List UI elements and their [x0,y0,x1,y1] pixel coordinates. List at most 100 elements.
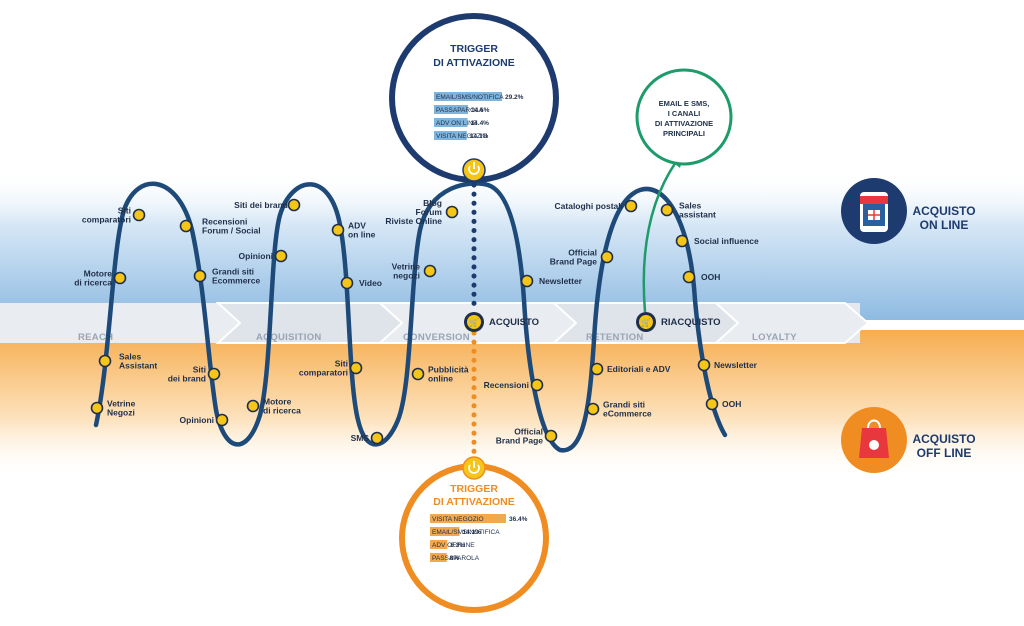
touchpoint-dot [215,413,229,427]
acquisto-marker[interactable]: 🛒 ACQUISTO [464,312,539,332]
note-line-4: PRINCIPALI [663,129,705,138]
stage-conversion: CONVERSION [403,332,470,343]
touchpoint-label: Recensioni [484,380,529,390]
offline-node-sms-off[interactable]: SMS [351,431,384,445]
acquisto-offline-line-1: ACQUISTO [912,432,975,446]
note-line-2: I CANALI [668,109,701,118]
offline-node-opinioni-off[interactable]: Opinioni [180,413,229,427]
touchpoint-dot [246,399,260,413]
riacquisto-label: RIACQUISTO [661,317,720,328]
trigger-offline-title-1: TRIGGER [450,483,498,495]
touchpoint-dot [287,198,301,212]
stage-retention: RETENTION [586,332,644,343]
touchpoint-dot [113,271,127,285]
trigger-row-value: 29.2% [505,94,524,101]
touchpoint-label: comparatori [82,215,131,225]
trigger-bar [434,118,468,127]
online-node-cataloghi[interactable]: Cataloghi postali [555,199,638,213]
trigger-row-label: VISITA NEGOZIO [436,133,488,140]
trigger-bar [430,540,448,549]
acquisto-offline-badge: ACQUISTO OFF LINE [841,407,976,473]
touchpoint-dot [370,431,384,445]
acquisto-label: ACQUISTO [489,317,539,328]
note-line-3: DI ATTIVAZIONE [655,119,713,128]
trigger-row-value: 14.1% [462,529,481,536]
touchpoint-label: Siti dei brand [234,200,288,210]
offline-node-ooh-off[interactable]: OOH [705,397,742,411]
touchpoint-dot [705,397,719,411]
touchpoint-label: Social influence [694,236,759,246]
touchpoint-label: Sales [679,201,701,211]
trigger-online-power-icon [462,158,486,182]
touchpoint-label: Siti [118,206,131,216]
offline-node-recensioni-off[interactable]: Recensioni [484,378,544,392]
touchpoint-dot [349,361,363,375]
trigger-row-value: 14.1% [470,133,489,140]
online-node-social-influence[interactable]: Social influence [675,234,759,248]
online-node-ooh[interactable]: OOH [682,270,721,284]
riacquisto-marker[interactable]: 🛒 RIACQUISTO [636,312,720,332]
trigger-bar [430,514,506,523]
touchpoint-dot [586,402,600,416]
trigger-row-label: EMAIL/SMS/NOTIFICA [432,529,500,536]
trigger-online-title-2: DI ATTIVAZIONE [433,57,514,69]
touchpoint-dot [423,264,437,278]
touchpoint-label: Forum [416,207,443,217]
online-node-siti-brand[interactable]: Siti dei brand [234,198,301,212]
touchpoint-label: Sales [119,352,141,362]
offline-node-newsletter-off[interactable]: Newsletter [697,358,758,372]
touchpoint-label: Brand Page [496,436,544,446]
journey-wave-path [93,181,728,453]
touchpoint-dot [207,367,221,381]
touchpoint-dot [675,234,689,248]
online-node-opinioni[interactable]: Opinioni [239,249,288,263]
touchpoint-label: Negozi [107,408,135,418]
touchpoint-label: Pubblicità [428,365,469,375]
touchpoint-dot [193,269,207,283]
offline-node-editoriali-off[interactable]: Editoriali e ADV [590,362,671,376]
trigger-row-label: PASSAPAROLA [432,555,480,562]
touchpoint-label: Blog [423,198,442,208]
touchpoint-dot [544,429,558,443]
touchpoint-label: Editoriali e ADV [607,364,671,374]
trigger-row-value: 14.4% [471,120,490,127]
acquisto-online-badge: ACQUISTO ON LINE [841,178,976,244]
trigger-row-value: 8% [450,555,460,562]
touchpoint-label: OOH [701,272,720,282]
touchpoint-label: online [428,374,453,384]
online-node-video[interactable]: Video [340,276,383,290]
trigger-row-value: 14.6% [471,107,490,114]
power-icon [468,464,480,474]
online-node-newsletter[interactable]: Newsletter [520,274,583,288]
touchpoint-label: Motore [84,269,113,279]
riacquisto-arrow [642,161,678,313]
acquisto-offline-line-2: OFF LINE [917,446,972,460]
shopping-bag-icon [859,419,889,458]
touchpoint-label: Grandi siti [603,400,645,410]
touchpoint-label: Official [568,248,597,258]
stage-loyalty: LOYALTY [752,332,797,343]
touchpoint-label: Vetrine [392,262,421,272]
